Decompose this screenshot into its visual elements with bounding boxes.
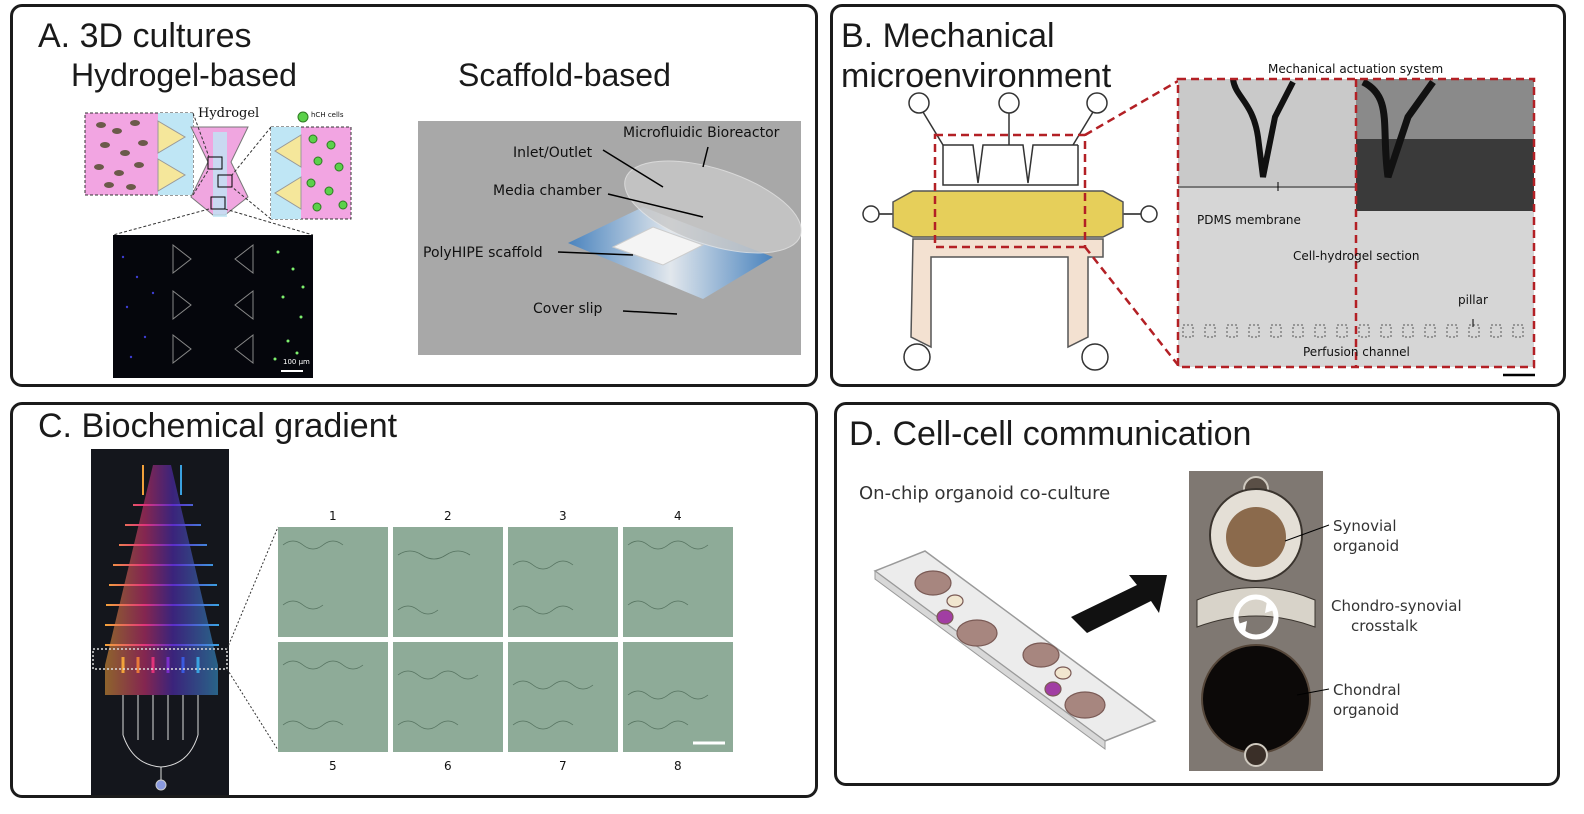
well-number-2: 2 xyxy=(444,509,452,523)
panel-c-biochemical: C. Biochemical gradient xyxy=(10,402,818,798)
well-number-8: 8 xyxy=(674,759,682,773)
chondral-label-1: Chondral xyxy=(1333,681,1401,699)
mechanical-chip-diagram xyxy=(862,77,1536,377)
panel-d-cell-communication: D. Cell-cell communication On-chip organ… xyxy=(834,402,1560,786)
hch-cells-label: hCH cells xyxy=(311,111,344,119)
well-number-5: 5 xyxy=(329,759,337,773)
hydrogel-diagram xyxy=(84,111,352,378)
bioreactor-label: Microfluidic Bioreactor xyxy=(623,125,780,141)
panel-c-title: C. Biochemical gradient xyxy=(38,407,398,445)
on-chip-coculture-label: On-chip organoid co-culture xyxy=(859,483,1111,504)
well-number-4: 4 xyxy=(674,509,682,523)
pdms-membrane-label: PDMS membrane xyxy=(1197,213,1301,227)
hydrogel-based-heading: Hydrogel-based xyxy=(71,57,297,93)
coculture-chip-diagram xyxy=(873,471,1330,771)
well-number-6: 6 xyxy=(444,759,452,773)
pillar-label: pillar xyxy=(1458,293,1488,307)
media-chamber-label: Media chamber xyxy=(493,183,602,199)
crosstalk-label-1: Chondro-synovial xyxy=(1331,597,1462,615)
panel-a-3d-cultures: A. 3D cultures Hydrogel-based Scaffold-b… xyxy=(10,4,818,387)
scaffold-bioreactor-diagram xyxy=(418,121,802,355)
chondral-label-2: organoid xyxy=(1333,701,1400,719)
well-number-1: 1 xyxy=(329,509,337,523)
hydrogel-label: Hydrogel xyxy=(198,106,260,121)
panel-b-title-line1: B. Mechanical xyxy=(841,17,1055,55)
panel-a-title: A. 3D cultures xyxy=(38,17,252,55)
gradient-chip-diagram xyxy=(91,449,733,795)
scale-label: 100 µm xyxy=(283,358,310,366)
well-number-7: 7 xyxy=(559,759,567,773)
crosstalk-label-2: crosstalk xyxy=(1351,617,1418,635)
polyhipe-label: PolyHIPE scaffold xyxy=(423,245,543,261)
synovial-label-2: organoid xyxy=(1333,537,1400,555)
cell-hydrogel-label: Cell-hydrogel section xyxy=(1293,249,1420,263)
actuation-label: Mechanical actuation system xyxy=(1268,62,1444,76)
scaffold-based-heading: Scaffold-based xyxy=(458,57,671,93)
synovial-label-1: Synovial xyxy=(1333,517,1397,535)
inlet-outlet-label: Inlet/Outlet xyxy=(513,145,593,161)
panel-b-title-line2: microenvironment xyxy=(841,57,1112,95)
perfusion-channel-label: Perfusion channel xyxy=(1303,345,1410,359)
panel-d-title: D. Cell-cell communication xyxy=(849,415,1252,453)
cover-slip-label: Cover slip xyxy=(533,301,603,317)
panel-b-mechanical: B. Mechanical microenvironment xyxy=(830,4,1566,387)
well-number-3: 3 xyxy=(559,509,567,523)
